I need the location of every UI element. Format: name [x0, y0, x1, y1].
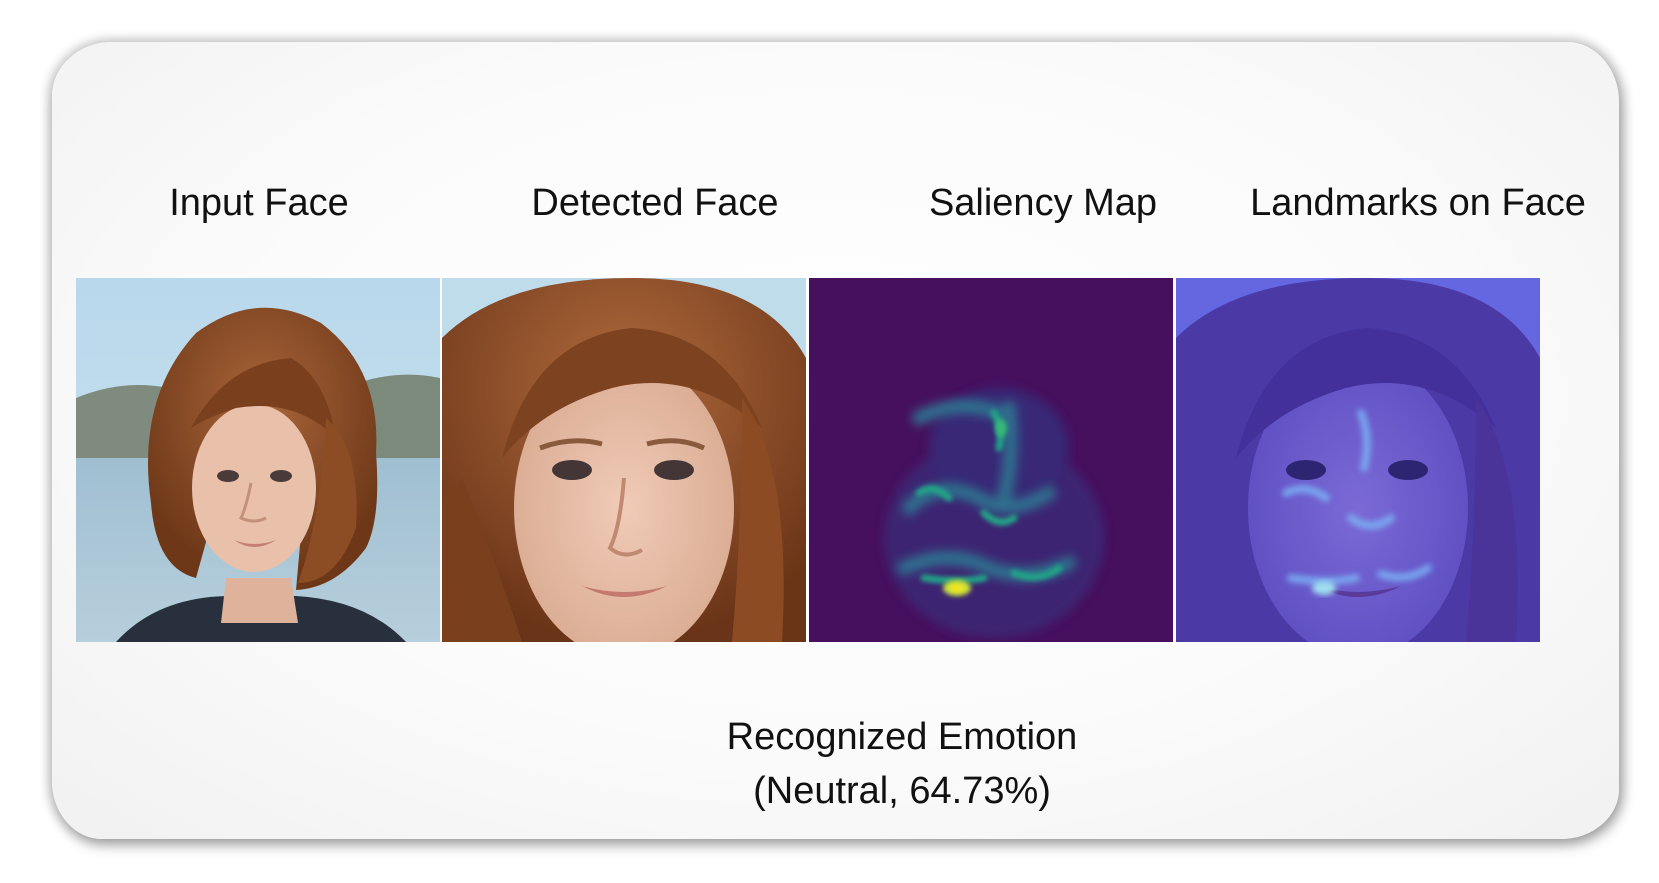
detected-face-image — [442, 278, 806, 642]
figure-card: Input Face Detected Face Saliency Map La… — [52, 42, 1619, 839]
recognized-emotion-value: (Neutral, 64.73%) — [753, 770, 1051, 812]
saliency-map-image — [809, 278, 1173, 642]
recognized-emotion-title: Recognized Emotion — [726, 716, 1078, 758]
recognized-emotion: Recognized Emotion (Neutral, 64.73%) — [652, 710, 1152, 818]
landmarks-on-face-image — [1176, 278, 1540, 642]
input-face-image — [76, 278, 440, 642]
caption-landmarks-on-face: Landmarks on Face — [1250, 182, 1586, 224]
caption-saliency-map: Saliency Map — [928, 182, 1158, 224]
caption-input-face: Input Face — [169, 182, 349, 224]
caption-detected-face: Detected Face — [531, 182, 779, 224]
